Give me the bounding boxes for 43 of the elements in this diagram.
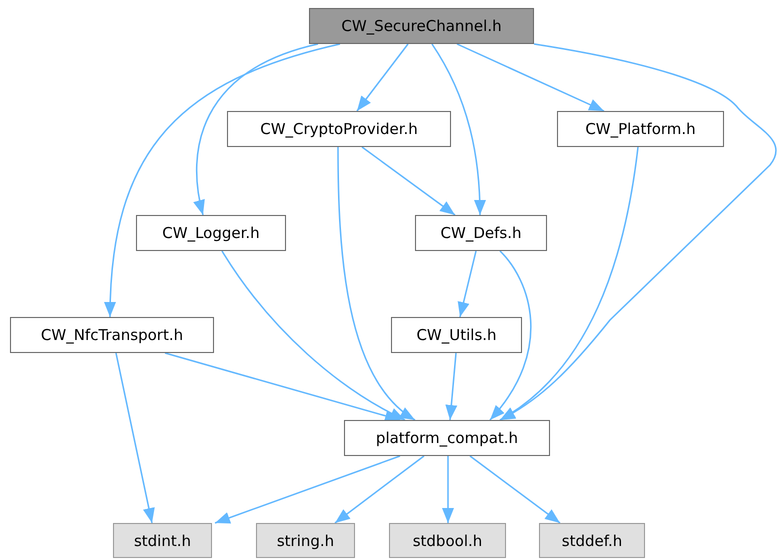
dependency-arrow	[362, 146, 456, 216]
file-name: CW_Logger.h	[162, 224, 260, 242]
dependency-arrow	[470, 455, 560, 524]
dependency-arrow	[356, 44, 409, 112]
dependency-arrow	[337, 147, 416, 421]
file-box	[10, 317, 214, 353]
file-name: CW_NfcTransport.h	[40, 326, 184, 344]
dependency-arrow	[115, 352, 155, 524]
file-name: CW_SecureChannel.h	[341, 17, 502, 35]
file-name: stdint.h	[134, 532, 192, 550]
dependency-arrow	[456, 43, 604, 112]
file-box	[344, 420, 550, 456]
file-box	[309, 8, 534, 44]
file-box	[227, 111, 451, 147]
dependency-arrow	[500, 43, 776, 421]
file-box	[557, 111, 724, 147]
file-box	[391, 317, 522, 353]
file-box	[415, 215, 547, 251]
file-name: CW_Defs.h	[440, 224, 522, 242]
dependency-arrow	[489, 250, 532, 420]
file-name: CW_CryptoProvider.h	[260, 120, 418, 138]
file-name: platform_compat.h	[376, 429, 518, 447]
dependency-arrow	[194, 43, 318, 216]
dependency-arrow	[164, 352, 400, 422]
dependency-arrow	[104, 43, 340, 318]
file-box	[389, 523, 506, 558]
file-name: stdbool.h	[412, 532, 482, 550]
file-name: CW_Utils.h	[416, 326, 497, 344]
dependency-arrow	[334, 455, 424, 524]
file-box	[113, 523, 212, 558]
dependency-arrow	[221, 250, 406, 421]
dependency-arrow	[445, 352, 458, 420]
file-name: string.h	[276, 532, 334, 550]
file-name: CW_Platform.h	[585, 120, 696, 138]
file-box	[136, 215, 286, 251]
dependency-arrow	[458, 250, 477, 318]
dependency-arrow	[442, 456, 454, 523]
dependency-arrow	[214, 455, 400, 524]
dependency-arrow	[500, 146, 639, 421]
file-name: stddef.h	[562, 532, 622, 550]
file-box	[539, 523, 645, 558]
file-box	[256, 523, 355, 558]
dependency-arrow	[431, 44, 486, 216]
